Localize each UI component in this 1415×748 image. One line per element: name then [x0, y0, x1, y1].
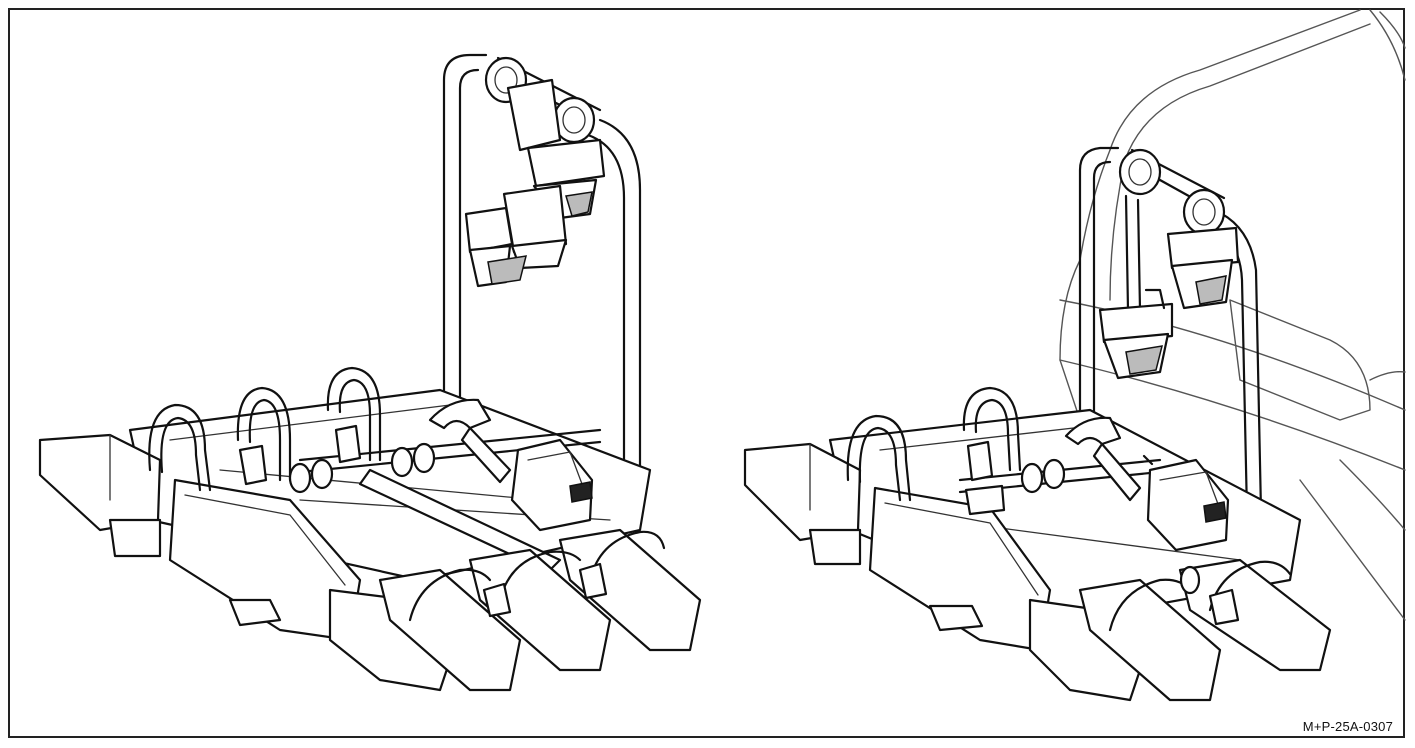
carrier-two-bike-front-trays	[1078, 558, 1332, 702]
carrier-wheel-loops	[148, 366, 436, 494]
carrier-two-bike-mast	[1078, 146, 1264, 562]
carrier-tail-lights	[38, 433, 452, 692]
carrier-two-bike-tail-lights	[743, 442, 1142, 702]
carrier-two-bike-wheel-loops	[846, 386, 1066, 502]
figure-reference-code: M+P-25A-0307	[1302, 719, 1393, 734]
carrier-two-bike	[743, 146, 1332, 702]
carrier-front-wheel-trays	[378, 528, 702, 692]
carrier-front-handle	[428, 398, 594, 532]
carrier-two-bike-frame-holders	[1098, 226, 1240, 380]
carrier-frame-holders	[464, 78, 606, 288]
carrier-two-bike-handle	[1064, 416, 1230, 552]
carrier-three-bike	[38, 53, 702, 692]
